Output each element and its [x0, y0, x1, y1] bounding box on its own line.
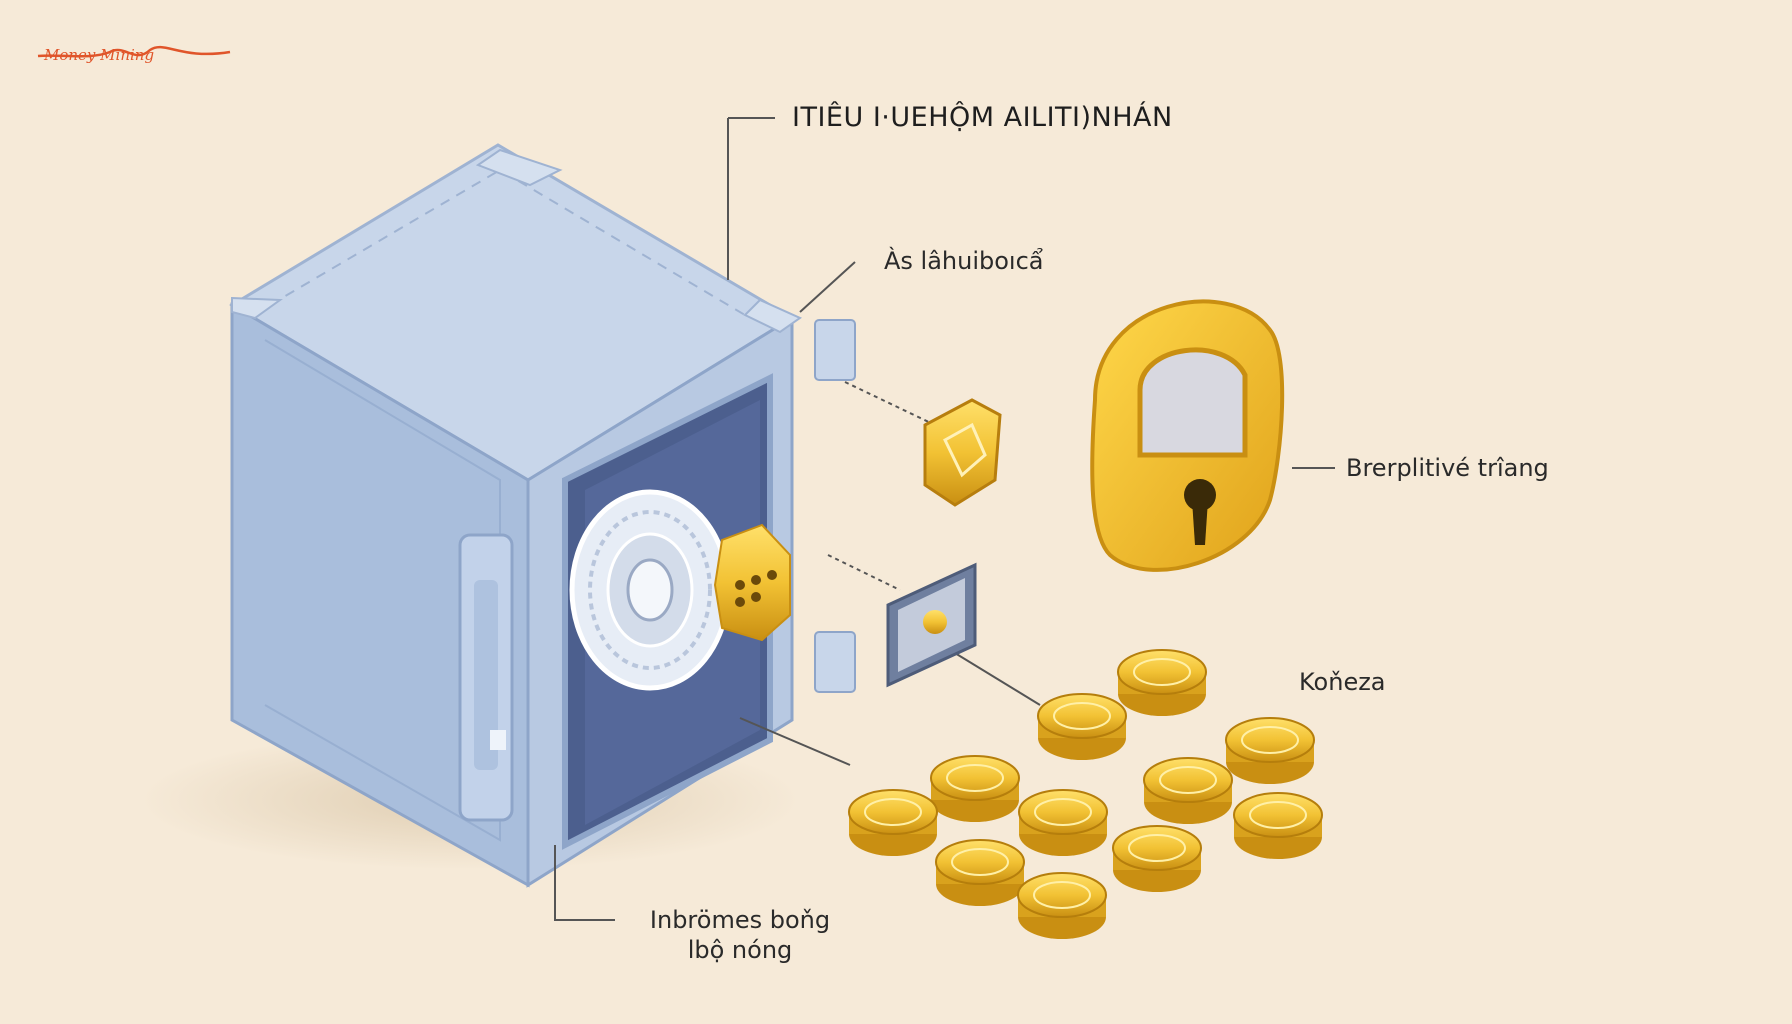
leader-line-bottom	[554, 845, 615, 921]
brand-logo: Money Mining	[37, 45, 231, 64]
brand-logo-text: Money Mining	[43, 46, 154, 64]
gold-coin-icon	[1117, 649, 1207, 716]
shield-badge-icon	[923, 398, 1002, 507]
leader-line-top-part	[799, 261, 856, 313]
keypad-icon	[713, 523, 791, 642]
leader-line-chip	[827, 554, 901, 591]
bottom-callout-line-2: lbộ nóng	[687, 936, 793, 964]
leader-lines	[554, 117, 1335, 921]
coin-pile	[848, 649, 1323, 939]
gold-coin-icon	[1037, 693, 1127, 760]
gold-coin-icon	[930, 755, 1020, 822]
combination-dial-icon	[569, 489, 731, 691]
lock-chip-icon	[886, 562, 977, 688]
gold-coin-icon	[935, 839, 1025, 906]
gold-coin-icon	[1112, 825, 1202, 892]
gold-coin-icon	[1143, 757, 1233, 824]
padlock-icon	[1090, 299, 1285, 572]
bottom-callout-line-1: Inbrömes boňg	[649, 906, 831, 934]
gold-coin-icon	[1018, 789, 1108, 856]
top-part-callout: Às lâhuiboıcẩ	[884, 247, 1044, 275]
leader-line-coins	[949, 649, 1041, 706]
bottom-callout: Inbrömes boňg lbộ nóng	[620, 905, 860, 965]
padlock-callout: Brerplitivé trîang	[1346, 454, 1549, 482]
title-callout: ITIÊU I·UEHỘM AILITI)NHÁN	[792, 102, 1173, 133]
gold-coin-icon	[1233, 792, 1323, 859]
leader-line-door	[739, 717, 851, 766]
gold-coin-icon	[1225, 717, 1315, 784]
gold-coin-icon	[1017, 872, 1107, 939]
coins-callout: Koňeza	[1299, 668, 1386, 696]
leader-line-shield	[844, 381, 936, 426]
gold-coin-icon	[848, 789, 938, 856]
